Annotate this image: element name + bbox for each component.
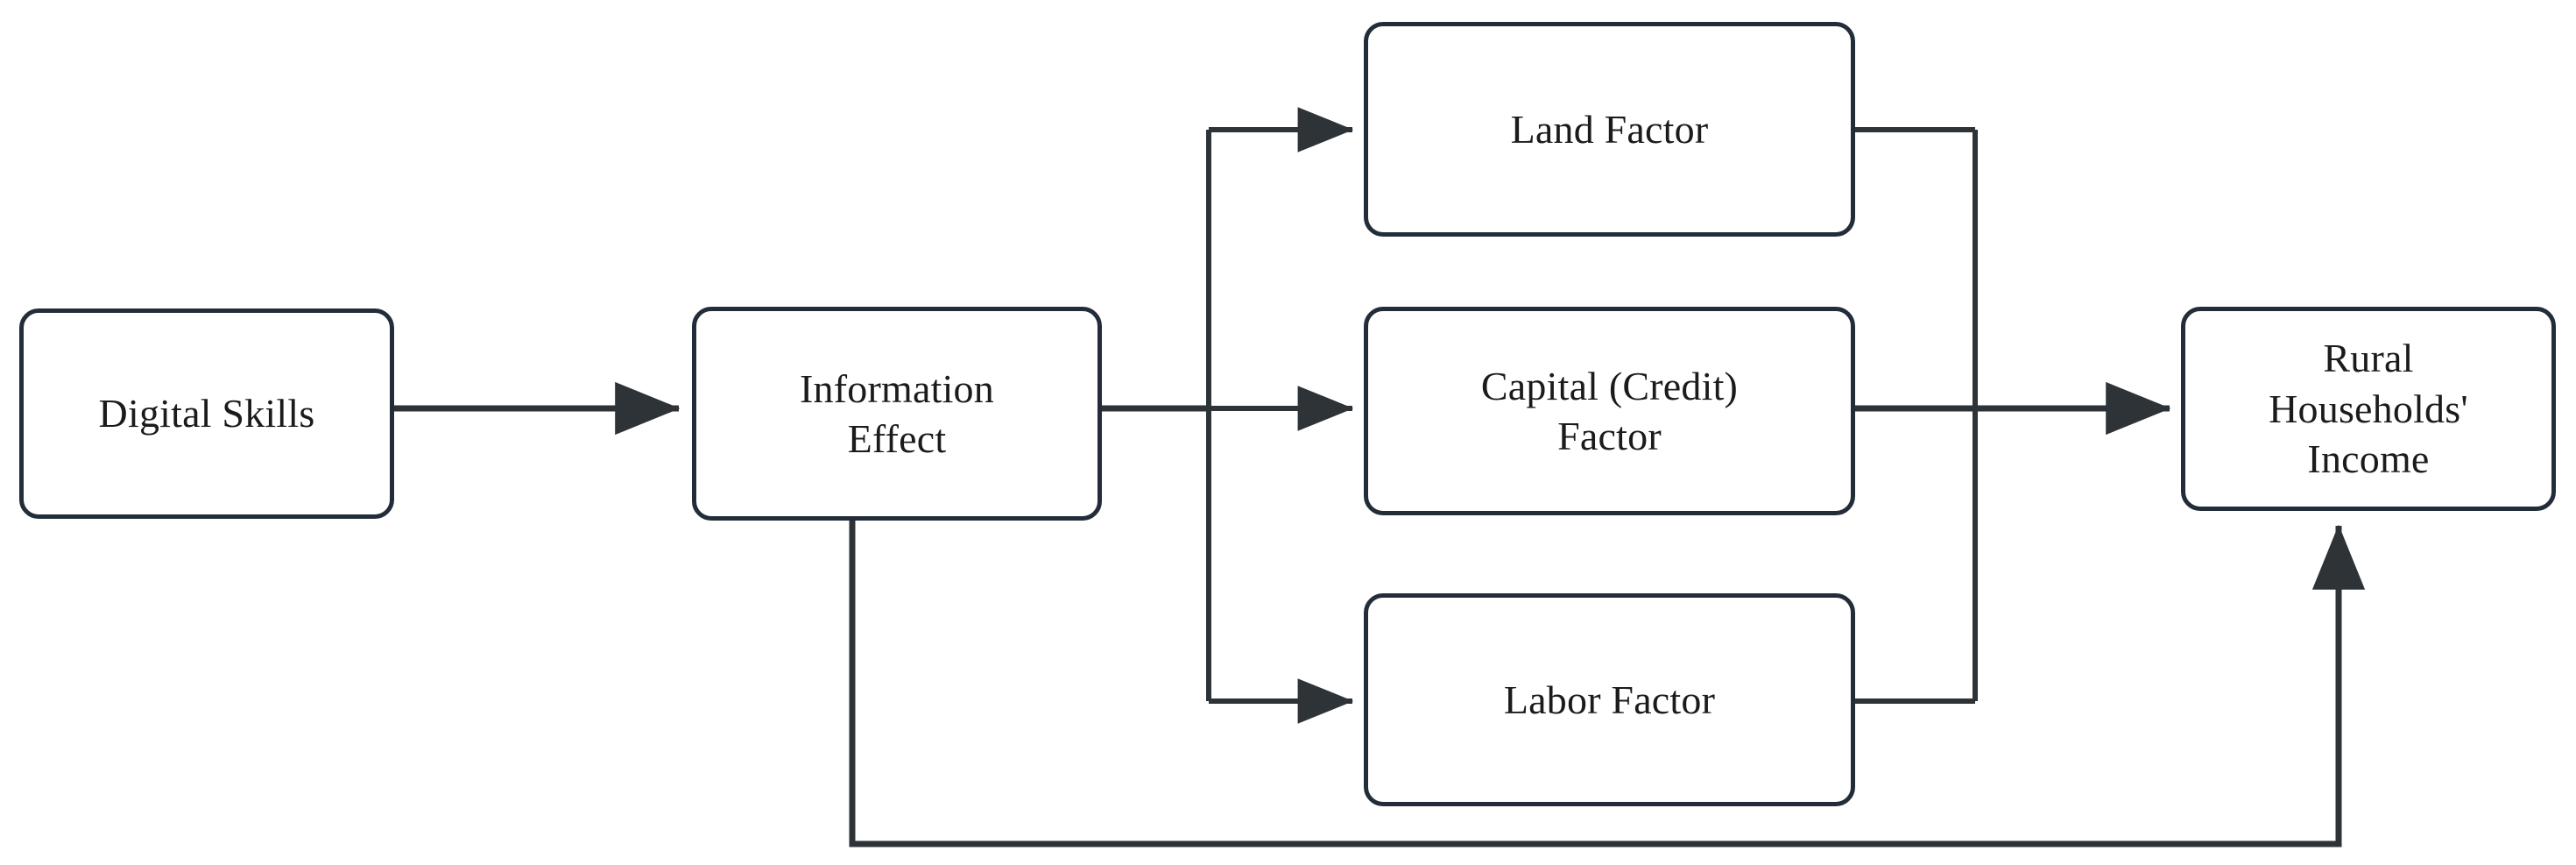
node-labor-factor[interactable]: Labor Factor <box>1364 593 1855 806</box>
node-digital-skills-label: Digital Skills <box>98 391 315 436</box>
node-rural-households-income-label: Rural Households' Income <box>2269 336 2468 482</box>
node-rural-households-income[interactable]: Rural Households' Income <box>2181 307 2556 511</box>
node-information-effect[interactable]: Information Effect <box>692 307 1102 521</box>
node-information-effect-label: Information Effect <box>800 365 994 462</box>
node-digital-skills[interactable]: Digital Skills <box>19 308 394 519</box>
node-land-factor[interactable]: Land Factor <box>1364 22 1855 237</box>
node-labor-factor-label: Labor Factor <box>1503 677 1716 722</box>
node-capital-credit-factor-label: Capital (Credit) Factor <box>1480 363 1739 459</box>
node-land-factor-label: Land Factor <box>1510 106 1709 152</box>
node-capital-credit-factor[interactable]: Capital (Credit) Factor <box>1364 307 1855 515</box>
edge-information-feedback-to-rural <box>849 521 2366 847</box>
